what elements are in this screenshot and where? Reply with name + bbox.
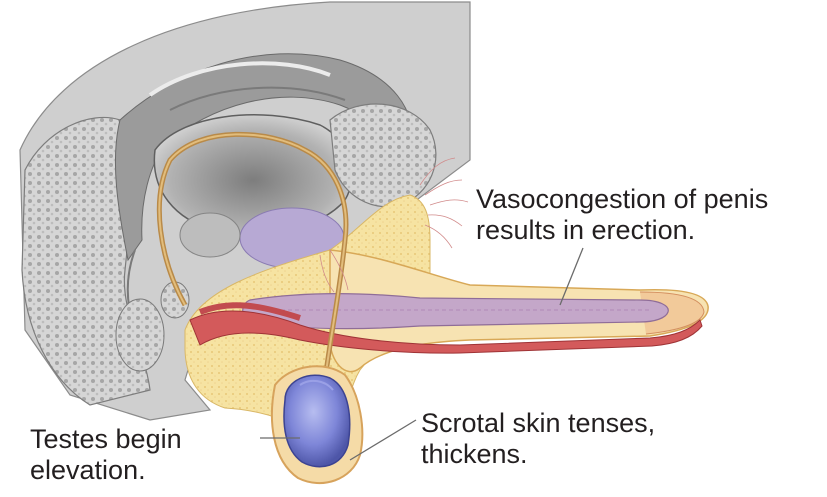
label-vasocongestion-line1: Vasocongestion of penis bbox=[476, 184, 768, 215]
label-vasocongestion: Vasocongestion of penis results in erect… bbox=[476, 184, 768, 246]
label-scrotal: Scrotal skin tenses, thickens. bbox=[421, 408, 655, 470]
label-testes-line2: elevation. bbox=[30, 455, 182, 486]
label-vasocongestion-line2: results in erection. bbox=[476, 215, 768, 246]
label-testes: Testes begin elevation. bbox=[30, 424, 182, 486]
label-testes-line1: Testes begin bbox=[30, 424, 182, 455]
testis bbox=[284, 375, 350, 466]
label-scrotal-line1: Scrotal skin tenses, bbox=[421, 408, 655, 439]
label-scrotal-line2: thickens. bbox=[421, 439, 655, 470]
